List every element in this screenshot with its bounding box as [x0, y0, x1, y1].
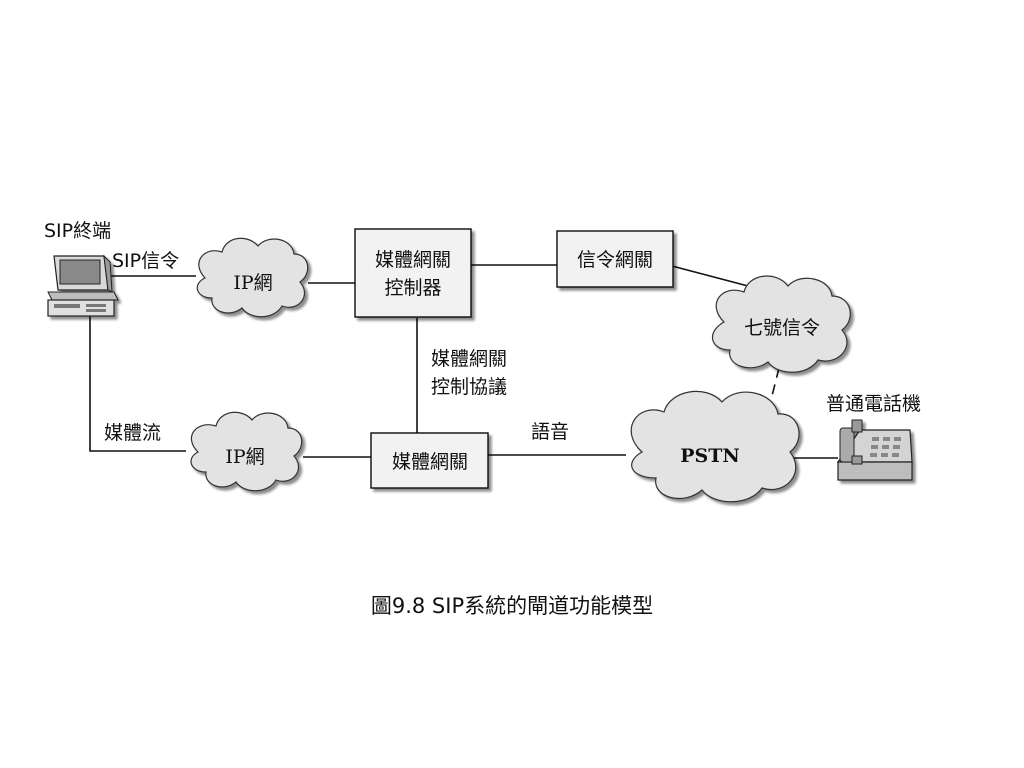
- cloud-ip-net-top: [196, 237, 309, 318]
- ip-net-bottom-label: IP網: [225, 446, 264, 468]
- sip-terminal-label: SIP終端: [44, 220, 111, 242]
- telephone-icon: [836, 419, 913, 481]
- link-terminal-ipnet-bottom: [89, 316, 186, 452]
- cloud-ip-net-bottom: [190, 411, 303, 492]
- media-stream-label: 媒體流: [104, 422, 161, 444]
- media-gw-label: 媒體網關: [392, 451, 468, 473]
- ss7-label: 七號信令: [744, 317, 820, 339]
- box-signaling-gw: [556, 230, 674, 288]
- cloud-pstn: [630, 390, 800, 503]
- sip-signaling-label: SIP信令: [112, 250, 179, 272]
- mgcp-label-line1: 媒體網關: [431, 348, 507, 370]
- mgcp-label-line2: 控制協議: [431, 376, 507, 398]
- link-signaling-gw-ss7: [671, 265, 749, 287]
- pstn-label: PSTN: [680, 445, 740, 467]
- phone-label: 普通電話機: [826, 393, 921, 415]
- signaling-gw-label: 信令網關: [577, 249, 653, 271]
- mgc-label-line2: 控制器: [384, 277, 441, 299]
- cloud-ss7: [712, 275, 851, 373]
- figure-caption: 圖9.8 SIP系統的閘道功能模型: [370, 594, 654, 618]
- box-media-gw: [370, 432, 489, 489]
- mgc-label-line1: 媒體網關: [375, 249, 451, 271]
- ip-net-top-label: IP網: [233, 272, 272, 294]
- voice-label: 語音: [531, 421, 569, 443]
- box-mgc: [354, 228, 472, 318]
- computer-icon: [47, 254, 119, 317]
